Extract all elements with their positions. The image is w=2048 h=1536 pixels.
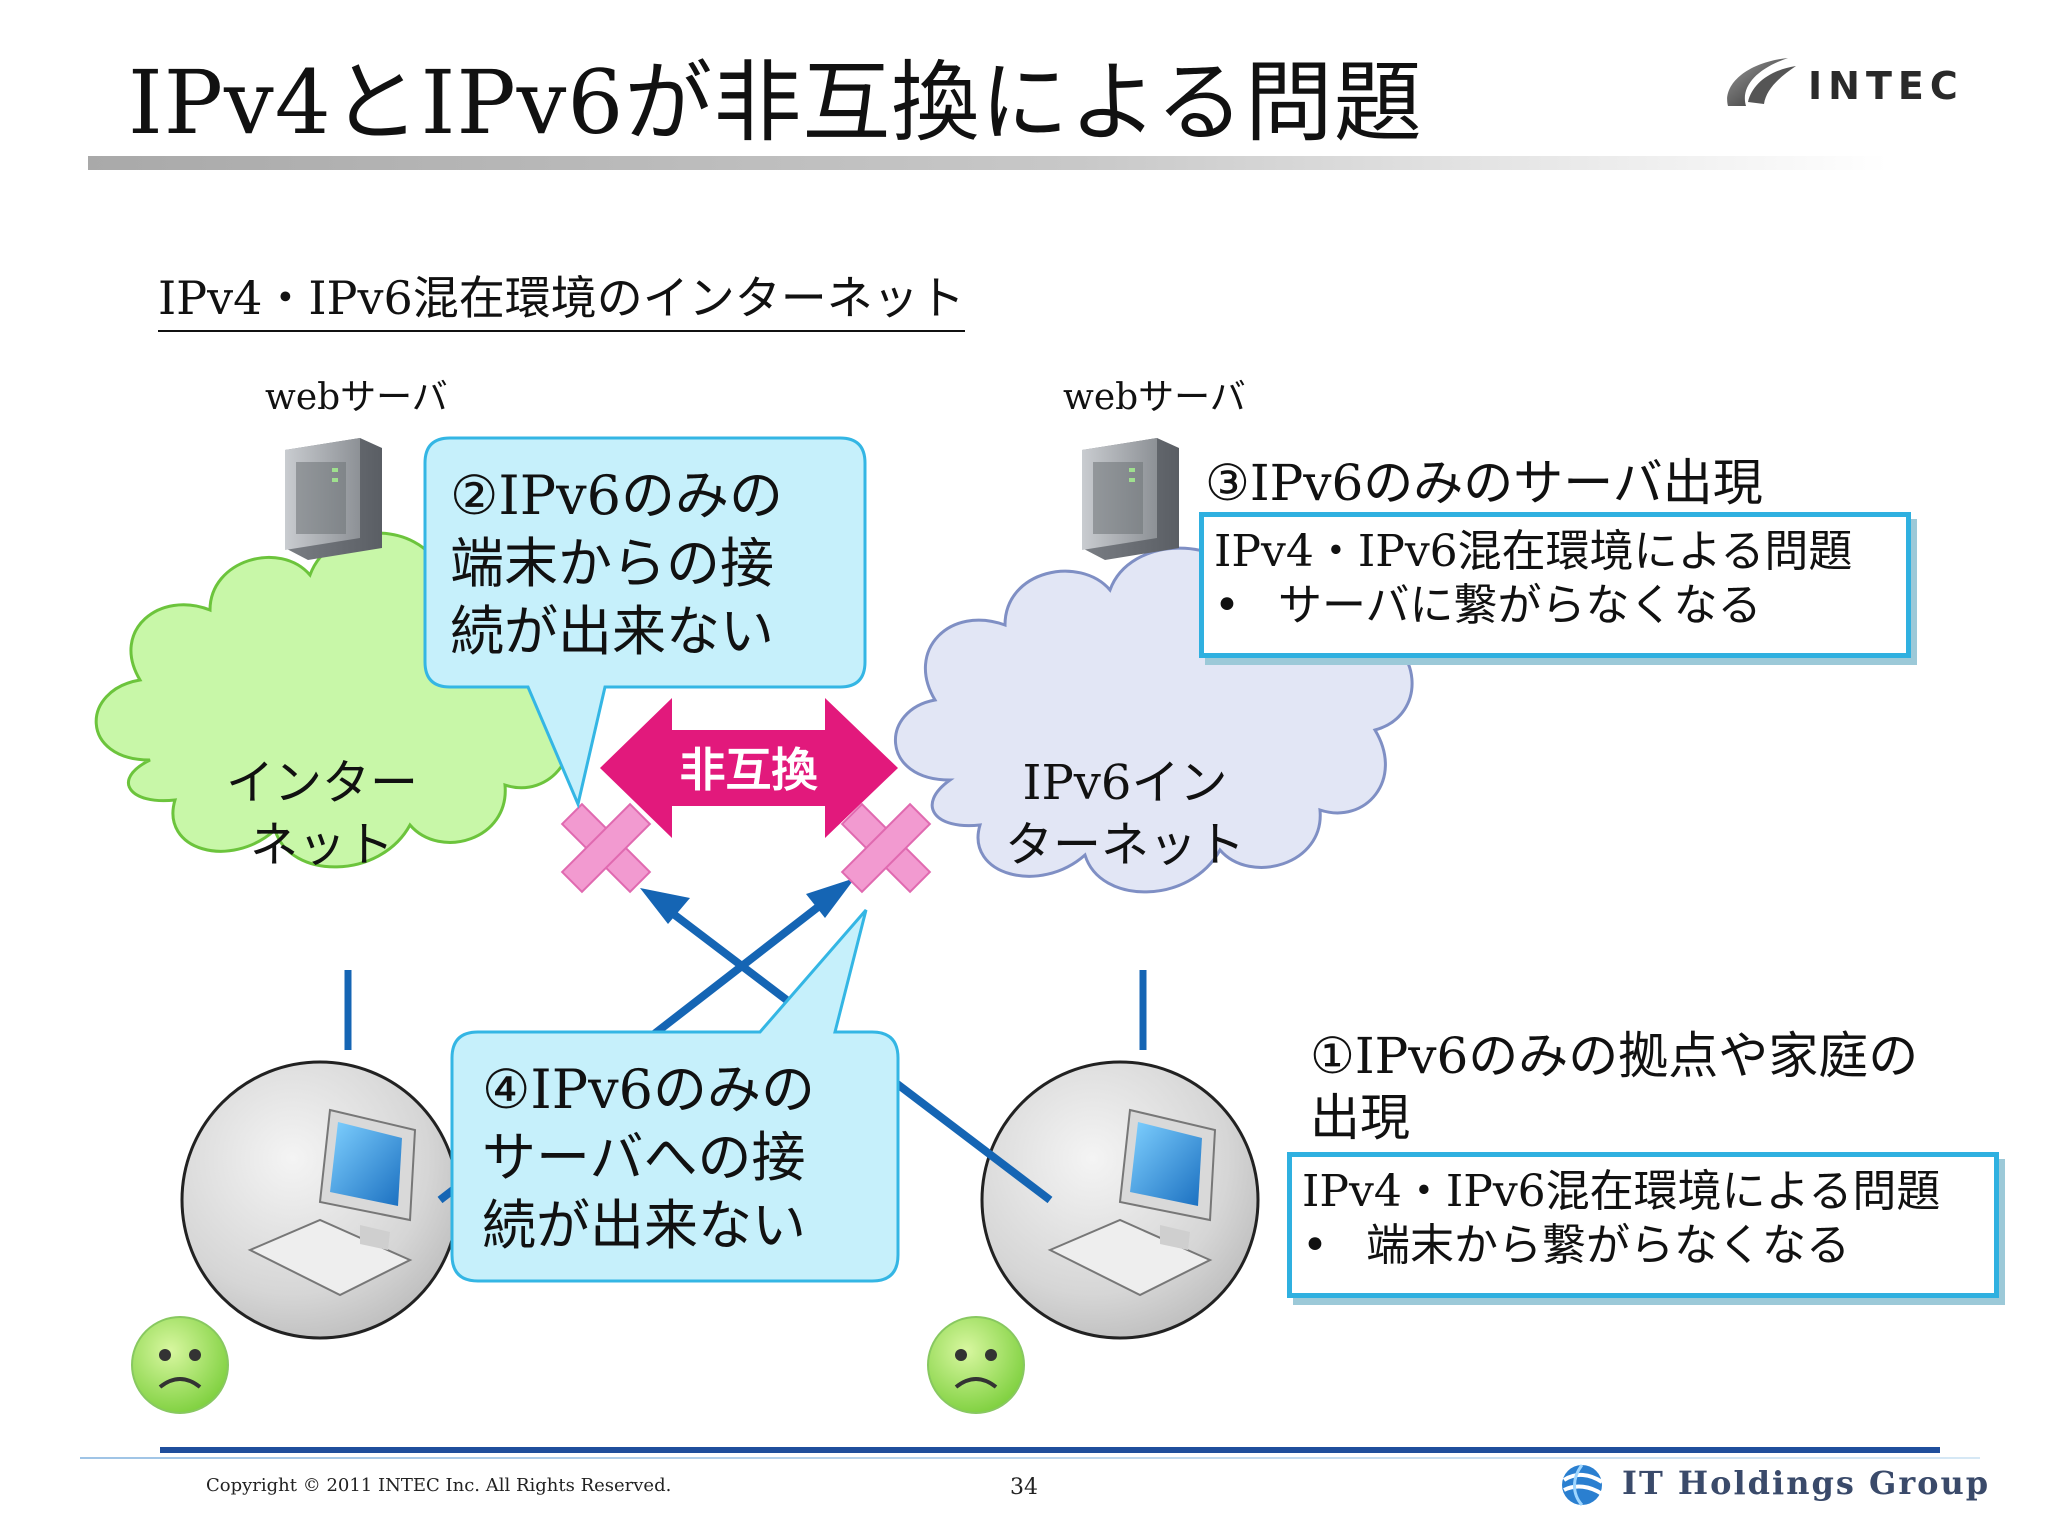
note-3-bullet-text: サーバに繋がらなくなる <box>1278 580 1762 631</box>
footer-divider-light <box>80 1457 1980 1459</box>
note-1-title: IPv4・IPv6混在環境による問題 <box>1302 1166 1941 1217</box>
callout-2-line3: 続が出来ない <box>450 600 774 663</box>
bullet-icon: • <box>1302 1220 1328 1271</box>
sad-face-right-icon <box>927 1316 1025 1414</box>
ipv4-cloud-line1: インター <box>225 755 418 811</box>
note-1-box: IPv4・IPv6混在環境による問題 • 端末から繋がらなくなる <box>1287 1152 1999 1298</box>
cross-left-icon <box>560 802 652 894</box>
ipv6-cloud-line2: ターネット <box>1004 817 1245 873</box>
incompatible-label: 非互換 <box>679 743 818 797</box>
sad-face-left-icon <box>131 1316 229 1414</box>
arrow-head-to-ipv4 <box>640 888 690 924</box>
note-3-title: IPv4・IPv6混在環境による問題 <box>1214 526 1853 577</box>
footer-divider <box>160 1447 1940 1453</box>
web-server-left-label: webサーバ <box>265 377 448 418</box>
callout-4-line3: 続が出来ない <box>482 1194 806 1257</box>
ipv6-cloud-line1: IPv6イン <box>1022 755 1228 811</box>
title-underline <box>88 156 1888 170</box>
callout-4-box <box>450 909 900 1283</box>
web-server-right-label: webサーバ <box>1063 377 1246 418</box>
note-1-bullet-item: • 端末から繋がらなくなる <box>1292 1219 1994 1273</box>
group-name: IT Holdings Group <box>1622 1464 1991 1502</box>
pc-right-icon <box>1047 1108 1217 1297</box>
ipv6-cloud-label: IPv6イン ターネット <box>1000 752 1250 876</box>
web-server-right-icon <box>1082 438 1179 560</box>
ipv4-cloud-line2: ネット <box>249 817 394 873</box>
callout-2-line1: ②IPv6のみの <box>450 464 783 527</box>
pc-left-icon <box>247 1108 417 1297</box>
heading-1-line1: ①IPv6のみの拠点や家庭の <box>1310 1027 1919 1085</box>
page-title: IPv4とIPv6が非互換による問題 <box>128 51 1423 154</box>
page-number: 34 <box>1010 1475 1038 1500</box>
note-1-bullet-text: 端末から繋がらなくなる <box>1366 1220 1850 1271</box>
ipv4-cloud-label: インター ネット <box>222 752 422 876</box>
it-holdings-logo: IT Holdings Group <box>1558 1460 1988 1510</box>
callout-4-line1: ④IPv6のみの <box>482 1058 815 1121</box>
arrow-head-to-ipv6 <box>806 878 855 918</box>
intec-logo: INTEC <box>1718 44 2008 124</box>
heading-1: ①IPv6のみの拠点や家庭の 出現 <box>1310 1025 1918 1149</box>
copyright-text: Copyright © 2011 INTEC Inc. All Rights R… <box>206 1475 672 1496</box>
callout-4-line2: サーバへの接 <box>482 1126 806 1189</box>
callout-2-box <box>423 436 867 809</box>
heading-1-line2: 出現 <box>1310 1089 1410 1147</box>
diagram-subtitle: IPv4・IPv6混在環境のインターネット <box>158 270 965 332</box>
intec-swoosh-icon <box>1727 58 1796 106</box>
bullet-icon: • <box>1214 580 1240 631</box>
intec-logo-text: INTEC <box>1808 64 1964 108</box>
note-3-box: IPv4・IPv6混在環境による問題 • サーバに繋がらなくなる <box>1199 512 1911 658</box>
incompatible-double-arrow <box>600 698 898 838</box>
callout-2-line2: 端末からの接 <box>450 532 774 595</box>
callout-2-text: ②IPv6のみの 端末からの接 続が出来ない <box>450 462 783 666</box>
heading-3: ③IPv6のみのサーバ出現 <box>1205 454 1763 512</box>
globe-icon <box>1562 1464 1604 1507</box>
cross-right-icon <box>840 802 932 894</box>
callout-4-text: ④IPv6のみの サーバへの接 続が出来ない <box>482 1056 815 1260</box>
web-server-left-icon <box>285 438 382 560</box>
note-3-bullet-item: • サーバに繋がらなくなる <box>1204 579 1906 633</box>
